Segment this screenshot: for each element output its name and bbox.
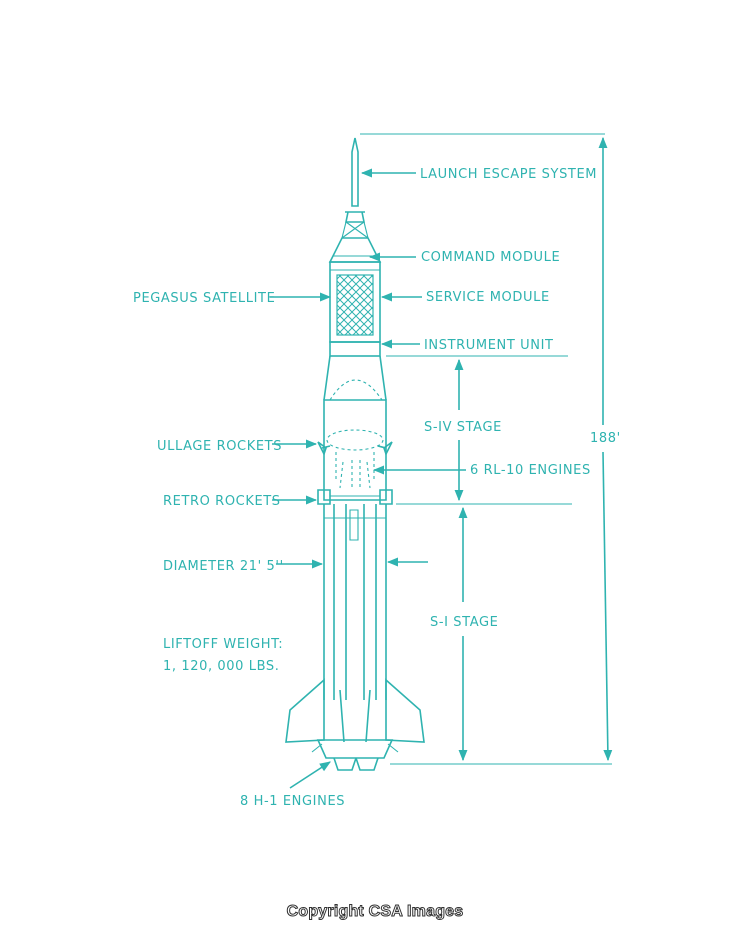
label-rl10-engines: 6 RL-10 ENGINES [470,463,591,478]
dimension-lines [360,133,613,765]
label-h1-engines: 8 H-1 ENGINES [240,794,345,809]
label-retro-rockets: RETRO ROCKETS [163,494,281,509]
label-s4-stage: S-IV STAGE [424,420,502,435]
label-s1-stage: S-I STAGE [430,615,498,630]
label-ullage-rockets: ULLAGE ROCKETS [157,439,282,454]
label-command-module: COMMAND MODULE [421,250,560,265]
label-launch-escape-system: LAUNCH ESCAPE SYSTEM [420,167,597,182]
label-service-module: SERVICE MODULE [426,290,550,305]
label-height: 188' [590,431,621,446]
label-instrument-unit: INSTRUMENT UNIT [424,338,554,353]
label-liftoff-weight: LIFTOFF WEIGHT: [163,637,283,652]
leader-lines [270,168,466,789]
copyright-watermark: Copyright CSA Images [286,903,464,921]
label-liftoff-value: 1, 120, 000 LBS. [163,659,279,674]
label-pegasus-satellite: PEGASUS SATELLITE [133,291,275,306]
rocket-drawing [285,137,425,771]
label-diameter: DIAMETER 21' 5'' [163,559,284,574]
